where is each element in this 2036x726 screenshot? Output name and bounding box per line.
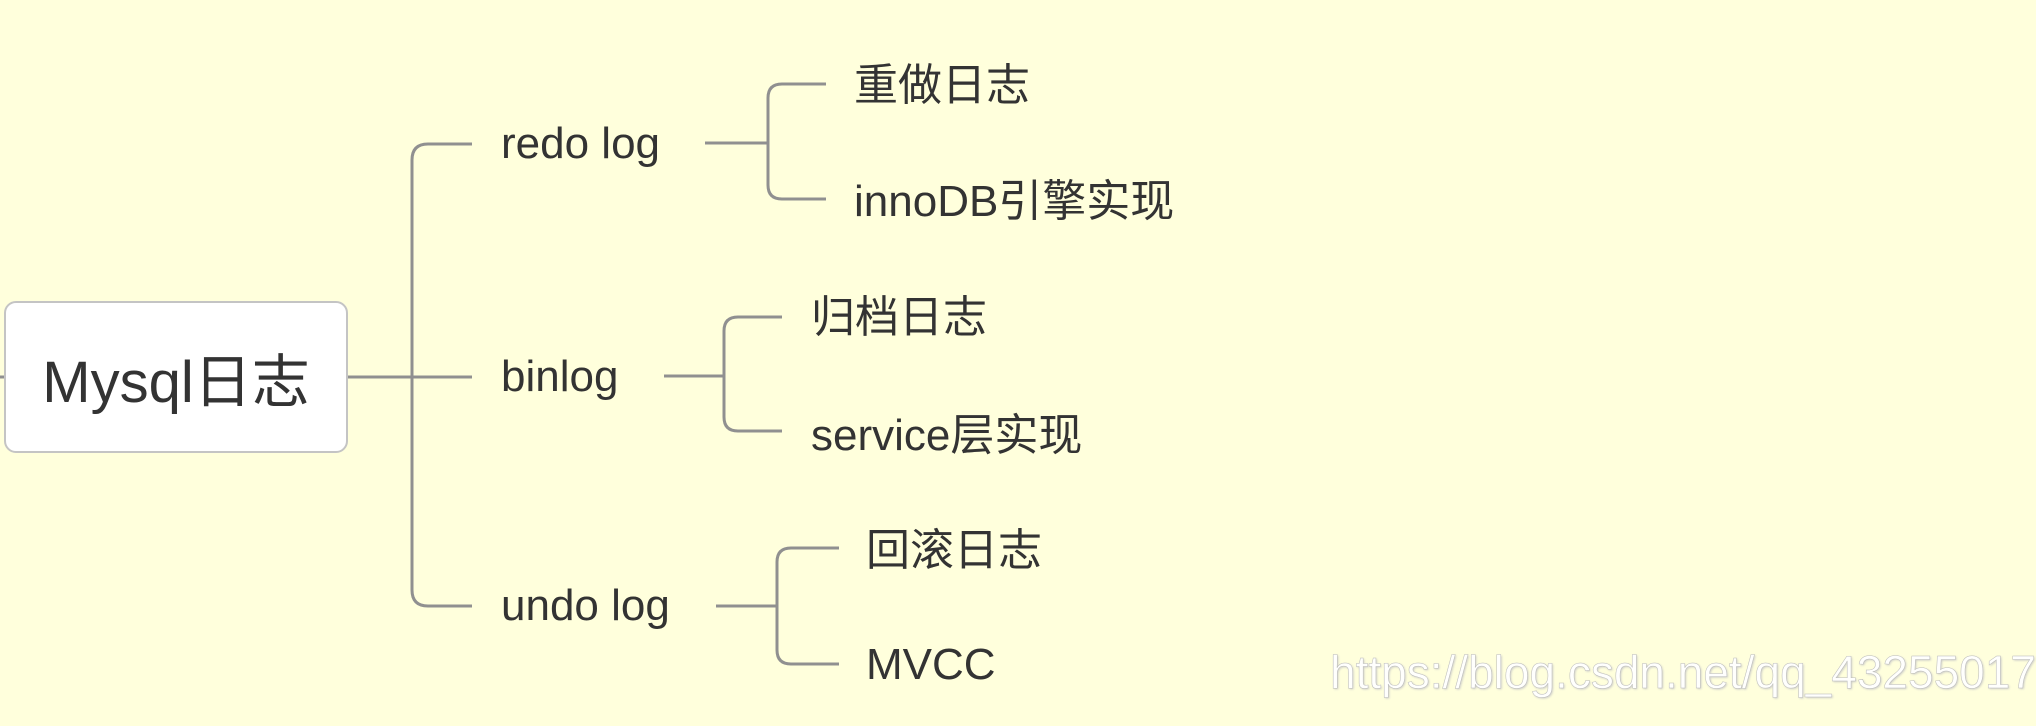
leaf-binlog-2[interactable]: service层实现 [811,411,1083,460]
redo-log-bracket-line [766,82,826,201]
leaf-redo-log-1[interactable]: 重做日志 [854,61,1030,110]
mind-map-canvas: Mysql日志 redo log binlog undo log 重做日志 in… [0,61,2036,698]
branch-redo-log[interactable]: redo log [501,119,661,168]
root-spine-line [410,142,472,608]
binlog-bracket-line [722,315,782,433]
leaf-redo-log-2[interactable]: innoDB引擎实现 [854,177,1175,226]
leaf-binlog-1[interactable]: 归档日志 [811,293,987,342]
root-node-label: Mysql日志 [42,350,310,415]
undo-log-bracket-line [775,546,839,666]
branch-binlog[interactable]: binlog [501,352,619,401]
root-node[interactable]: Mysql日志 [4,301,348,453]
branch-undo-log[interactable]: undo log [501,581,670,630]
connector-lines [0,82,839,666]
leaf-undo-log-1[interactable]: 回滚日志 [866,526,1042,575]
leaf-undo-log-2[interactable]: MVCC [866,640,996,689]
watermark-text: https://blog.csdn.net/qq_43255017 [1330,646,2036,699]
